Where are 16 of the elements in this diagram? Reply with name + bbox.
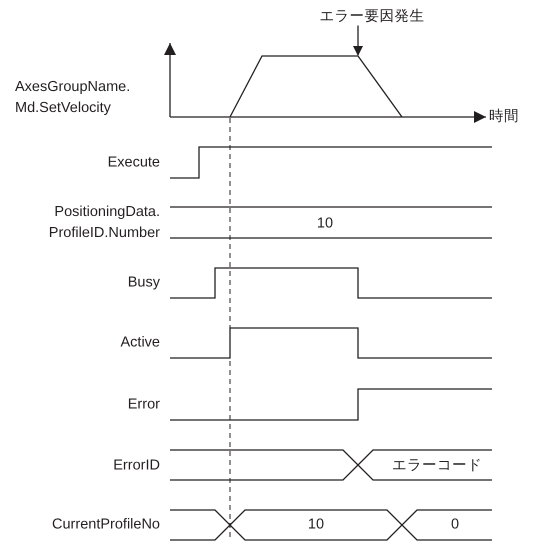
- signal-label: Error: [128, 396, 160, 414]
- signal-label: CurrentProfileNo: [52, 516, 160, 534]
- bus-value: 10: [308, 516, 324, 534]
- signal-label: Active: [120, 334, 160, 352]
- bus-value: エラーコード: [392, 456, 482, 476]
- bus-value: 10: [316, 214, 334, 234]
- annotation-text: エラー要因発生: [320, 6, 424, 28]
- velocity-profile: [229, 55, 403, 118]
- leader-arrow: [353, 26, 363, 56]
- axis-label: 時間: [489, 108, 519, 126]
- signal-label: Execute: [108, 154, 160, 172]
- signal-label: Busy: [128, 274, 160, 292]
- signal-label: PositioningData. ProfileID.Number: [48, 203, 160, 243]
- axis-label: AxesGroupName. Md.SetVelocity: [15, 78, 132, 118]
- signal-label: ErrorID: [113, 456, 160, 476]
- bus-value: 0: [450, 516, 460, 534]
